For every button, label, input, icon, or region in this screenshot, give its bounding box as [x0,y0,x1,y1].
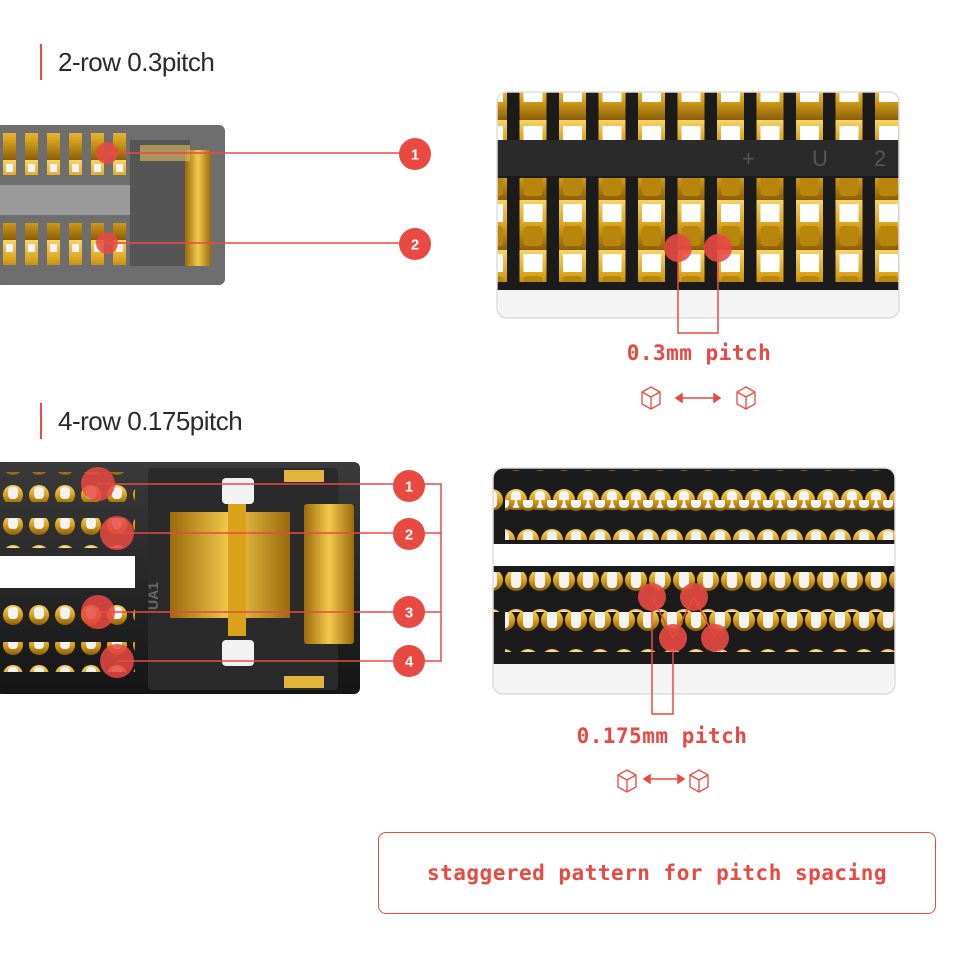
cube-icon [689,769,709,793]
cube-icon [617,769,637,793]
svg-text:2: 2 [411,237,419,254]
pitch-markers-0.3 [664,234,732,334]
marker-dot [96,142,118,164]
svg-text:1: 1 [411,147,419,164]
double-arrow-icon [642,773,686,785]
marker-dots-4row [81,467,134,678]
pitch-label-0.175: 0.175mm pitch [576,724,748,748]
connector-4row-image: UA1 [0,462,360,694]
zoom-image-2row: + U 2 [497,92,899,318]
pitch-markers-0.175 [638,583,729,715]
callout-badge-4row-3: 3 [393,596,425,628]
note-box: staggered pattern for pitch spacing [378,832,936,914]
pitch-label-0.3: 0.3mm pitch [626,341,772,365]
double-arrow-icon [674,392,722,404]
callout-lines-4row [98,483,442,662]
cube-icon [736,386,756,410]
svg-text:1: 1 [405,479,413,496]
svg-text:3: 3 [405,605,413,622]
svg-text:2: 2 [405,527,413,544]
callout-badge-4row-4: 4 [393,645,425,677]
heading-2row: 2-row 0.3pitch [40,44,215,80]
svg-text:+: + [742,146,755,171]
svg-text:U: U [812,146,828,171]
body-mark-text: UA1 [145,582,161,610]
svg-text:2: 2 [874,146,886,171]
marker-dot [96,232,118,254]
svg-text:4: 4 [405,654,414,671]
connector-2row-image [0,125,225,285]
heading-4row: 4-row 0.175pitch [40,403,243,439]
cube-icon [641,386,661,410]
zoom-image-4row [493,468,895,694]
callout-badge-4row-2: 2 [393,518,425,550]
callout-badge-2row-1: 1 [399,138,431,170]
callout-badge-2row-2: 2 [399,228,431,260]
callout-lines-2row [107,152,400,244]
note-text: staggered pattern for pitch spacing [426,861,887,885]
callout-badge-4row-1: 1 [393,470,425,502]
